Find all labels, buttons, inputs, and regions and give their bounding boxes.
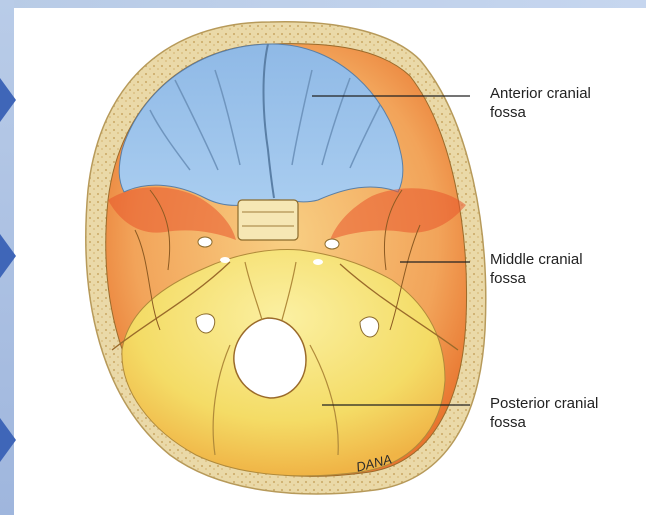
label-posterior-line2: fossa: [490, 413, 598, 432]
sella-turcica: [238, 200, 298, 240]
foramen-spinosum-left: [220, 257, 230, 263]
foramen-magnum: [234, 318, 306, 398]
label-anterior-line2: fossa: [490, 103, 591, 122]
label-posterior-cranial-fossa: Posterior cranial fossa: [490, 394, 598, 432]
foramen-ovale-left: [198, 237, 212, 247]
foramen-ovale-right: [325, 239, 339, 249]
label-middle-line2: fossa: [490, 269, 583, 288]
label-posterior-line1: Posterior cranial: [490, 394, 598, 413]
label-anterior-line1: Anterior cranial: [490, 84, 591, 103]
label-middle-cranial-fossa: Middle cranial fossa: [490, 250, 583, 288]
label-middle-line1: Middle cranial: [490, 250, 583, 269]
foramen-spinosum-right: [313, 259, 323, 265]
label-anterior-cranial-fossa: Anterior cranial fossa: [490, 84, 591, 122]
